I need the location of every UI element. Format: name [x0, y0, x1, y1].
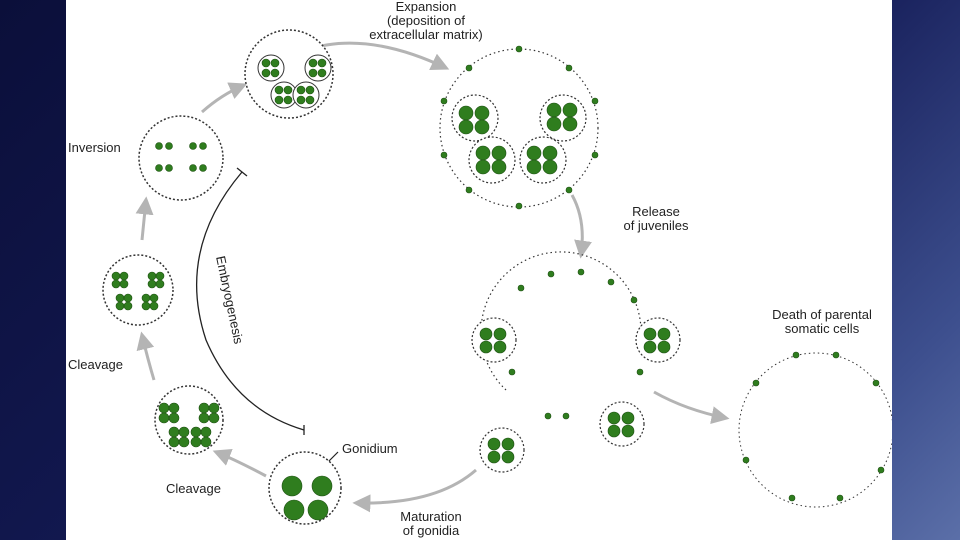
inversion-label: Inversion: [68, 140, 121, 155]
arrow-inversion-to-expansion: [200, 82, 248, 114]
maturation-label: Maturation of gonidia: [376, 510, 486, 538]
stage-death: [738, 352, 892, 508]
stage-release: [471, 251, 681, 473]
death-label-line-2: somatic cells: [784, 321, 860, 336]
arrow-to-inversion: [135, 196, 154, 241]
cleavage-lower-label: Cleavage: [166, 481, 221, 496]
maturation-label-line-2: of gonidia: [402, 523, 460, 538]
expansion-label: Expansion (deposition of extracellular m…: [336, 0, 516, 42]
stage-inversion: [138, 115, 224, 201]
life-cycle-diagram: Embryogenesis: [102, 29, 892, 525]
release-label-line-2: of juveniles: [623, 218, 689, 233]
expansion-label-line-3: extracellular matrix): [369, 27, 483, 42]
death-label-line-1: Death of parental: [772, 307, 872, 322]
cleavage-upper-label: Cleavage: [68, 357, 123, 372]
embryogenesis-label: Embryogenesis: [213, 255, 246, 346]
arrow-cleavage-lower: [212, 448, 267, 478]
gonidium-label: Gonidium: [342, 441, 398, 456]
cycle-arrows: [135, 41, 730, 513]
embryogenesis-arc: [196, 171, 305, 431]
arrow-cleavage-upper: [136, 331, 156, 381]
gonidia-cells: [111, 45, 885, 521]
arrow-release-to-death: [653, 390, 730, 424]
maturation-label-line-1: Maturation: [400, 509, 462, 524]
death-label: Death of parental somatic cells: [752, 308, 892, 336]
arrow-expanded-to-release: [570, 194, 592, 259]
arrow-maturation: [352, 468, 477, 513]
expansion-label-line-2: (deposition of: [386, 13, 466, 28]
stage-cleavage-upper: [102, 254, 174, 326]
embryogenesis-arc-cap-top: [236, 167, 248, 177]
release-label-line-1: Release: [632, 204, 680, 219]
expansion-label-line-1: Expansion: [395, 0, 457, 14]
release-label: Release of juveniles: [596, 205, 716, 233]
slide-canvas: Embryogenesis Expansion (deposition of e…: [66, 0, 892, 540]
